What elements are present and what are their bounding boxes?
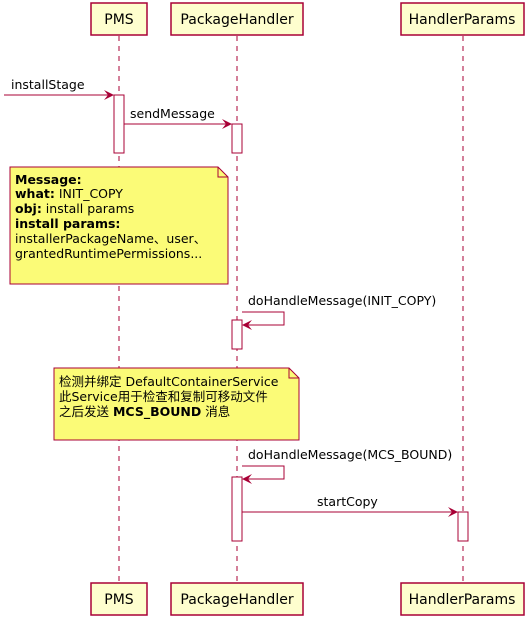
message-install-stage: installStage (4, 77, 114, 100)
participant-handler-params-bottom-label: HandlerParams (409, 592, 516, 608)
participant-pms-top: PMS (90, 2, 148, 36)
message-do-handle-init-copy-label: doHandleMessage(INIT_COPY) (248, 293, 436, 308)
note2-line1: 检测并绑定 DefaultContainerService (59, 374, 279, 389)
message-do-handle-mcs-bound-label: doHandleMessage(MCS_BOUND) (248, 447, 452, 462)
participant-pms-bottom-label: PMS (104, 592, 134, 608)
message-do-handle-mcs-bound: doHandleMessage(MCS_BOUND) (242, 447, 452, 484)
participant-handler-params-top: HandlerParams (400, 2, 525, 36)
handler-params-activation (457, 511, 469, 542)
participant-handler-params-bottom: HandlerParams (400, 582, 525, 616)
message-do-handle-init-copy: doHandleMessage(INIT_COPY) (242, 293, 436, 330)
participant-handler-params-top-label: HandlerParams (409, 12, 516, 28)
participant-pms-top-label: PMS (104, 12, 134, 28)
arrow-do-handle-init-copy (242, 311, 285, 330)
message-send-message: sendMessage (124, 106, 232, 129)
arrow-do-handle-mcs-bound (242, 465, 285, 484)
note1-line3: obj: install params (15, 201, 134, 216)
message-start-copy: startCopy (242, 494, 458, 517)
message-start-copy-label: startCopy (317, 494, 378, 509)
note1-line1: Message: (15, 172, 82, 187)
participant-package-handler-top-label: PackageHandler (180, 12, 293, 28)
message-send-message-label: sendMessage (130, 106, 215, 121)
pms-activation (113, 94, 125, 154)
participant-package-handler-bottom: PackageHandler (170, 582, 304, 616)
note-default-container-service: 检测并绑定 DefaultContainerService 此Service用于… (53, 367, 300, 441)
note2-line2: 此Service用于检查和复制可移动文件 (59, 389, 268, 404)
package-handler-activation-2 (231, 319, 243, 350)
participant-package-handler-bottom-label: PackageHandler (180, 592, 293, 608)
package-handler-activation-1 (231, 123, 243, 154)
participant-package-handler-top: PackageHandler (170, 2, 304, 36)
note1-line5: installerPackageName、user、 (15, 231, 206, 246)
participant-pms-bottom: PMS (90, 582, 148, 616)
note-message-init-copy: Message: what: INIT_COPY obj: install pa… (9, 166, 229, 285)
note1-line4: install params: (15, 216, 120, 231)
note1-line6: grantedRuntimePermissions... (15, 246, 202, 261)
note2-line3: 之后发送 MCS_BOUND 消息 (59, 404, 230, 420)
message-install-stage-label: installStage (11, 77, 85, 92)
package-handler-activation-3 (231, 476, 243, 542)
note1-line2: what: INIT_COPY (15, 186, 123, 201)
